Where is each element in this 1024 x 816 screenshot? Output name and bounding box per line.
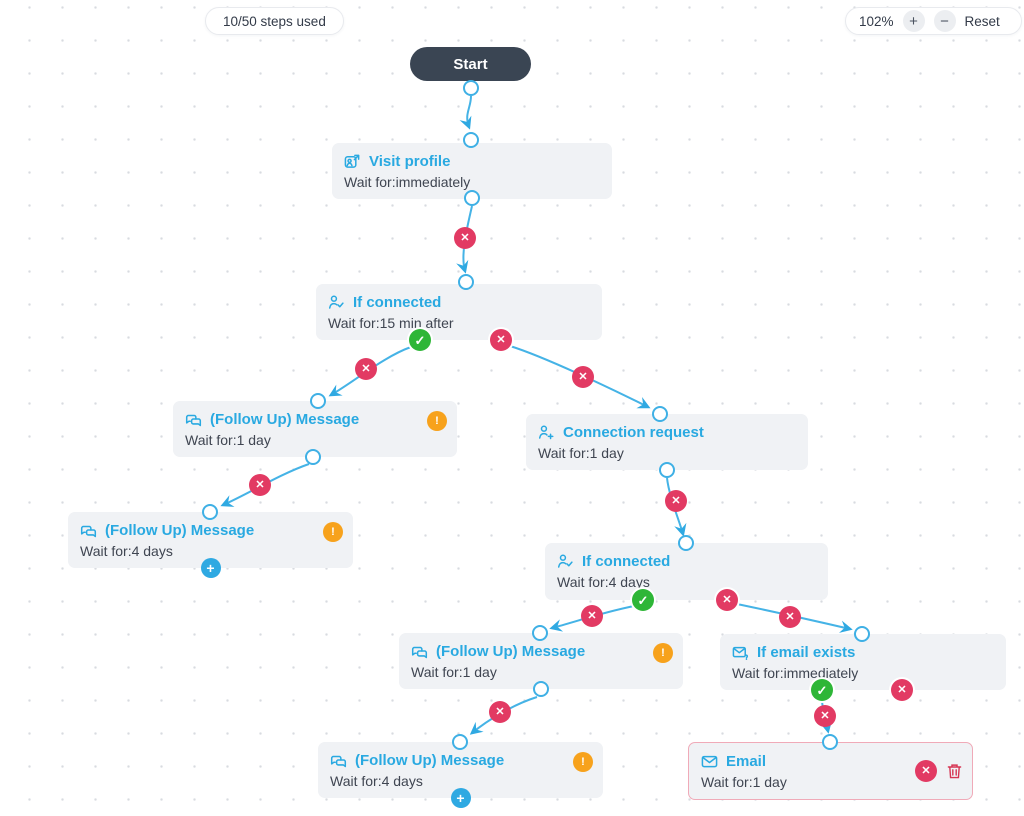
connector-port[interactable] [822,734,838,750]
node-title: Connection request [563,424,704,441]
trash-icon[interactable] [947,763,962,780]
connector-port[interactable] [464,190,480,206]
zoom-controls: 102% + − Reset [845,7,1022,35]
node-title: (Follow Up) Message [210,411,360,428]
node-wait-text: Wait for:15 min after [328,315,454,331]
remove-connection-button[interactable]: ✕ [249,474,271,496]
node-title-row: Connection request [538,422,796,443]
connector-port[interactable] [678,535,694,551]
mail-check-icon [732,644,749,661]
node-title: Visit profile [369,153,451,170]
node-title: If connected [353,294,442,311]
branch-no-port[interactable]: ✕ [716,589,738,611]
branch-yes-port[interactable]: ✓ [409,329,431,351]
step-node-followup-message[interactable]: (Follow Up) Message Wait for:1 day ! [173,401,457,457]
node-title: (Follow Up) Message [436,643,586,660]
node-wait-text: Wait for:immediately [732,665,859,681]
remove-connection-button[interactable]: ✕ [665,490,687,512]
steps-used-label: 10/50 steps used [223,13,326,29]
node-wait-text: Wait for:1 day [701,774,787,790]
node-wait-text: Wait for:1 day [185,432,271,448]
chat-icon [411,643,428,660]
zoom-level: 102% [859,13,894,29]
connector-port[interactable] [458,274,474,290]
step-node-if-connected[interactable]: If connected Wait for:4 days [545,543,828,600]
branch-yes-port[interactable]: ✓ [632,589,654,611]
branch-yes-port[interactable]: ✓ [811,679,833,701]
connector-port[interactable] [463,80,479,96]
step-node-followup-message[interactable]: (Follow Up) Message Wait for:1 day ! [399,633,683,689]
node-title-row: If email exists [732,642,994,663]
zoom-out-button[interactable]: − [933,10,956,32]
warning-badge: ! [573,752,593,772]
node-title-row: (Follow Up) Message [80,520,341,541]
step-node-if-connected[interactable]: If connected Wait for:15 min after [316,284,602,340]
chat-icon [330,752,347,769]
node-title-row: (Follow Up) Message [411,641,671,662]
node-title-row: If connected [328,292,590,313]
person-check-icon [557,553,574,570]
node-wait-text: Wait for:1 day [538,445,624,461]
zoom-in-button[interactable]: + [902,10,925,32]
node-wait-text: Wait for:4 days [330,773,423,789]
step-node-visit-profile[interactable]: Visit profile Wait for:immediately [332,143,612,199]
node-title: If email exists [757,644,856,661]
step-node-if-email-exists[interactable]: If email exists Wait for:immediately [720,634,1006,690]
node-controls: ✕ [915,760,962,782]
connector-port[interactable] [854,626,870,642]
visit-profile-icon [344,153,361,170]
zoom-reset-button[interactable]: Reset [964,13,1000,29]
remove-connection-button[interactable]: ✕ [572,366,594,388]
steps-used-badge: 10/50 steps used [205,7,344,35]
branch-no-port[interactable]: ✕ [490,329,512,351]
step-node-followup-message[interactable]: (Follow Up) Message Wait for:4 days ! + [68,512,353,578]
step-node-connection-request[interactable]: Connection request Wait for:1 day [526,414,808,470]
remove-connection-button[interactable]: ✕ [814,705,836,727]
connector-port[interactable] [202,504,218,520]
chat-icon [185,411,202,428]
person-plus-icon [538,424,555,441]
node-title-row: (Follow Up) Message [185,409,445,430]
chat-icon [80,522,97,539]
node-wait-text: Wait for:1 day [411,664,497,680]
node-title: Email [726,753,767,770]
warning-badge: ! [653,643,673,663]
step-node-email[interactable]: Email Wait for:1 day ✕ [688,742,973,800]
node-title-row: If connected [557,551,816,572]
add-step-button[interactable]: + [450,788,471,808]
connector-port[interactable] [652,406,668,422]
branch-no-port[interactable]: ✕ [891,679,913,701]
node-title-row: (Follow Up) Message [330,750,591,771]
step-node-followup-message[interactable]: (Follow Up) Message Wait for:4 days ! + [318,742,603,808]
add-step-button[interactable]: + [200,558,221,578]
connector-port[interactable] [305,449,321,465]
node-title: If connected [582,553,671,570]
remove-connection-button[interactable]: ✕ [581,605,603,627]
warning-badge: ! [427,411,447,431]
warning-badge: ! [323,522,343,542]
node-wait-text: Wait for:4 days [557,574,650,590]
connection-wire [459,95,472,130]
connector-port[interactable] [463,132,479,148]
node-title: (Follow Up) Message [105,522,255,539]
connector-port[interactable] [659,462,675,478]
connector-port[interactable] [532,625,548,641]
node-title-row: Visit profile [344,151,600,172]
remove-connection-button[interactable]: ✕ [355,358,377,380]
node-wait-text: Wait for:4 days [80,543,173,559]
person-check-icon [328,294,345,311]
connector-port[interactable] [533,681,549,697]
remove-connection-button[interactable]: ✕ [779,606,801,628]
node-title-row: Email [701,751,960,772]
mail-icon [701,753,718,770]
start-node[interactable]: Start [410,47,531,81]
connector-port[interactable] [452,734,468,750]
node-wait-text: Wait for:immediately [344,174,471,190]
connector-port[interactable] [310,393,326,409]
node-title: (Follow Up) Message [355,752,505,769]
remove-connection-button[interactable]: ✕ [454,227,476,249]
remove-connection-button[interactable]: ✕ [489,701,511,723]
remove-step-button[interactable]: ✕ [915,760,937,782]
